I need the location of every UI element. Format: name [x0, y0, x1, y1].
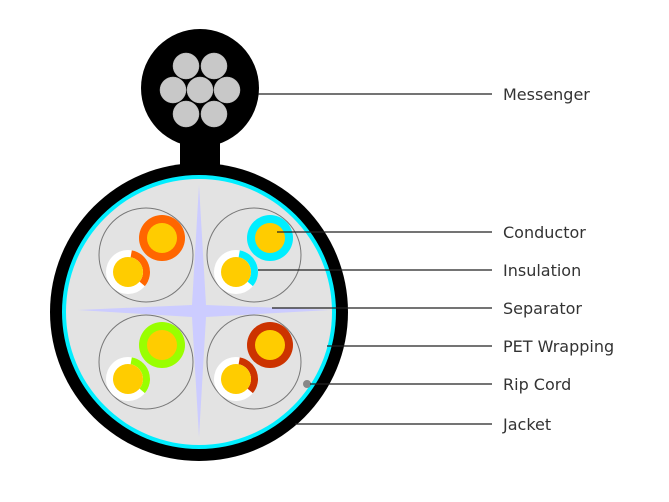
twisted-pair	[206, 207, 302, 303]
label-insulation: Insulation	[503, 261, 581, 280]
insulation-stripe	[238, 250, 258, 287]
insulation-stripe	[130, 357, 150, 394]
messenger-strands	[159, 52, 241, 128]
insulation-stripe	[130, 250, 150, 287]
conductor	[113, 364, 143, 394]
pair-boundary	[98, 207, 194, 303]
insulation-stripe	[238, 357, 258, 394]
messenger	[141, 29, 259, 170]
messenger-strand	[159, 76, 187, 104]
twisted-pair	[98, 314, 194, 410]
leader-lines	[258, 93, 492, 425]
messenger-strand	[200, 52, 228, 80]
conductor	[255, 223, 285, 253]
pair-boundary	[206, 207, 302, 303]
messenger-strand	[172, 52, 200, 80]
conductor	[113, 257, 143, 287]
cable-body	[50, 163, 348, 461]
label-rip-cord: Rip Cord	[503, 375, 571, 394]
messenger-strand	[200, 100, 228, 128]
label-conductor: Conductor	[503, 223, 586, 242]
label-jacket: Jacket	[502, 415, 551, 434]
messenger-strand	[172, 100, 200, 128]
messenger-strand	[186, 76, 214, 104]
rip-cord	[303, 380, 311, 388]
label-pet-wrapping: PET Wrapping	[503, 337, 614, 356]
conductor	[221, 257, 251, 287]
messenger-strand	[213, 76, 241, 104]
pair-boundary	[206, 314, 302, 410]
label-separator: Separator	[503, 299, 582, 318]
twisted-pair	[98, 207, 194, 303]
twisted-pairs	[98, 207, 302, 410]
twisted-pair	[206, 314, 302, 410]
conductor	[147, 330, 177, 360]
pair-boundary	[98, 314, 194, 410]
label-messenger: Messenger	[503, 85, 590, 104]
conductor	[255, 330, 285, 360]
separator	[78, 185, 330, 437]
conductor	[147, 223, 177, 253]
conductor	[221, 364, 251, 394]
